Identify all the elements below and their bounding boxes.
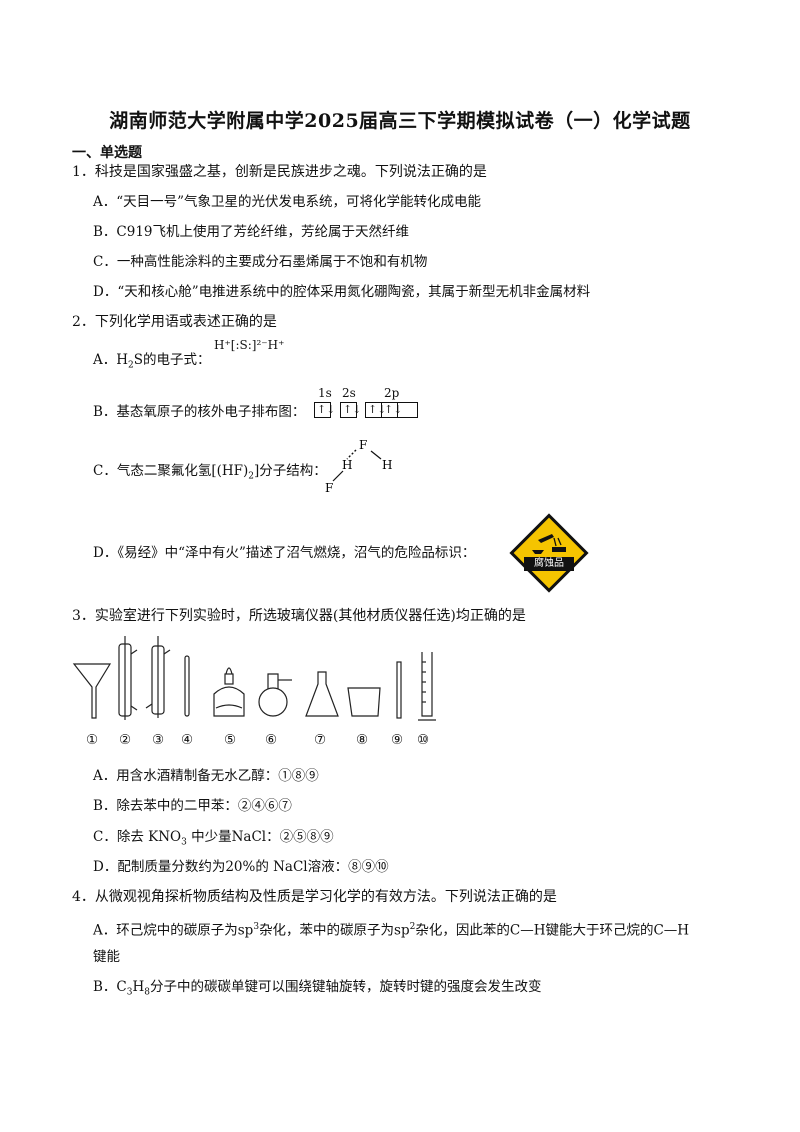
orbital-label-1s: 1s: [318, 386, 332, 400]
glassware-label-4: ④: [181, 732, 194, 748]
glassware-label-1: ①: [86, 732, 99, 748]
question-1-stem: 1．科技是国家强盛之基，创新是民族进步之魂。下列说法正确的是: [72, 164, 487, 180]
hf-dimer-structure: F H H F: [325, 438, 392, 495]
corrosion-icon: [532, 534, 566, 554]
hf-atom-f-bottom: F: [325, 481, 333, 495]
question-3-option-c: C．除去 KNO3 中少量NaCl：②⑤⑧⑨: [93, 829, 334, 848]
question-3-option-a: A．用含水酒精制备无水乙醇：①⑧⑨: [93, 768, 319, 784]
question-3-stem: 3．实验室进行下列实验时，所选玻璃仪器(其他材质仪器任选)均正确的是: [72, 608, 526, 624]
section-heading: 一、单选题: [72, 145, 142, 161]
orbital-box-2p-1: ↑↓: [365, 402, 386, 418]
glassware-label-6: ⑥: [265, 732, 278, 748]
question-2-option-c: C．气态二聚氟化氢[(HF)2]分子结构：: [93, 463, 327, 482]
hazard-sign-label: 腐蚀品: [524, 557, 574, 571]
glassware-label-3: ③: [152, 732, 165, 748]
question-1-option-c: C．一种高性能涂料的主要成分石墨烯属于不饱和有机物: [93, 254, 428, 270]
question-1-option-b: B．C919飞机上使用了芳纶纤维，芳纶属于天然纤维: [93, 224, 410, 240]
question-1-option-a: A．“天目一号”气象卫星的光伏发电系统，可将化学能转化成电能: [93, 194, 482, 210]
glassware-label-7: ⑦: [314, 732, 327, 748]
orbital-label-2p: 2p: [384, 386, 400, 400]
glassware-label-9: ⑨: [391, 732, 404, 748]
funnel-shape: [72, 663, 112, 719]
glassware-label-10: ⑩: [417, 732, 430, 748]
orbital-box-1s: ↑↓: [314, 402, 335, 418]
hf-atom-h-right: H: [382, 458, 392, 472]
orbital-box-2p-2: ↑↓: [381, 402, 402, 418]
question-2-stem: 2．下列化学用语或表述正确的是: [72, 314, 277, 330]
glassware-illustration: [72, 636, 436, 721]
glassware-label-2: ②: [119, 732, 132, 748]
orbital-label-2s: 2s: [342, 386, 356, 400]
question-4-option-b: B．C3H8分子中的碳碳单键可以围绕键轴旋转，旋转时键的强度会发生改变: [93, 979, 542, 998]
hf-atom-h-left: H: [342, 458, 352, 472]
question-2-option-a: A．H2S的电子式：: [93, 352, 211, 371]
orbital-box-2p-3: [397, 402, 418, 418]
glassware-label-8: ⑧: [356, 732, 369, 748]
orbital-box-2s: ↑↓: [340, 402, 361, 418]
hf-atom-f-top: F: [359, 438, 367, 452]
question-1-option-d: D．“天和核心舱”电推进系统中的腔体采用氮化硼陶瓷，其属于新型无机非金属材料: [93, 284, 591, 300]
question-2-option-b: B．基态氧原子的核外电子排布图：: [93, 404, 306, 420]
question-4-option-a-cont: 键能: [93, 949, 120, 965]
glassware-label-5: ⑤: [224, 732, 237, 748]
question-2-option-d: D．《易经》中“泽中有火”描述了沼气燃烧，沼气的危险品标识：: [93, 545, 476, 561]
h2s-electron-formula: H⁺[:S:]²⁻H⁺: [214, 338, 285, 352]
question-3-option-b: B．除去苯中的二甲苯：②④⑥⑦: [93, 798, 292, 814]
question-4-option-a: A．环己烷中的碳原子为sp3杂化，苯中的碳原子为sp2杂化，因此苯的C—H键能大…: [93, 922, 690, 939]
corrosive-hazard-sign: 腐蚀品: [508, 512, 590, 594]
page-title: 湖南师范大学附属中学2025届高三下学期模拟试卷（一）化学试题: [109, 110, 691, 132]
question-3-option-d: D．配制质量分数约为20%的 NaCl溶液：⑧⑨⑩: [93, 859, 389, 875]
question-4-stem: 4．从微观视角探析物质结构及性质是学习化学的有效方法。下列说法正确的是: [72, 889, 557, 905]
